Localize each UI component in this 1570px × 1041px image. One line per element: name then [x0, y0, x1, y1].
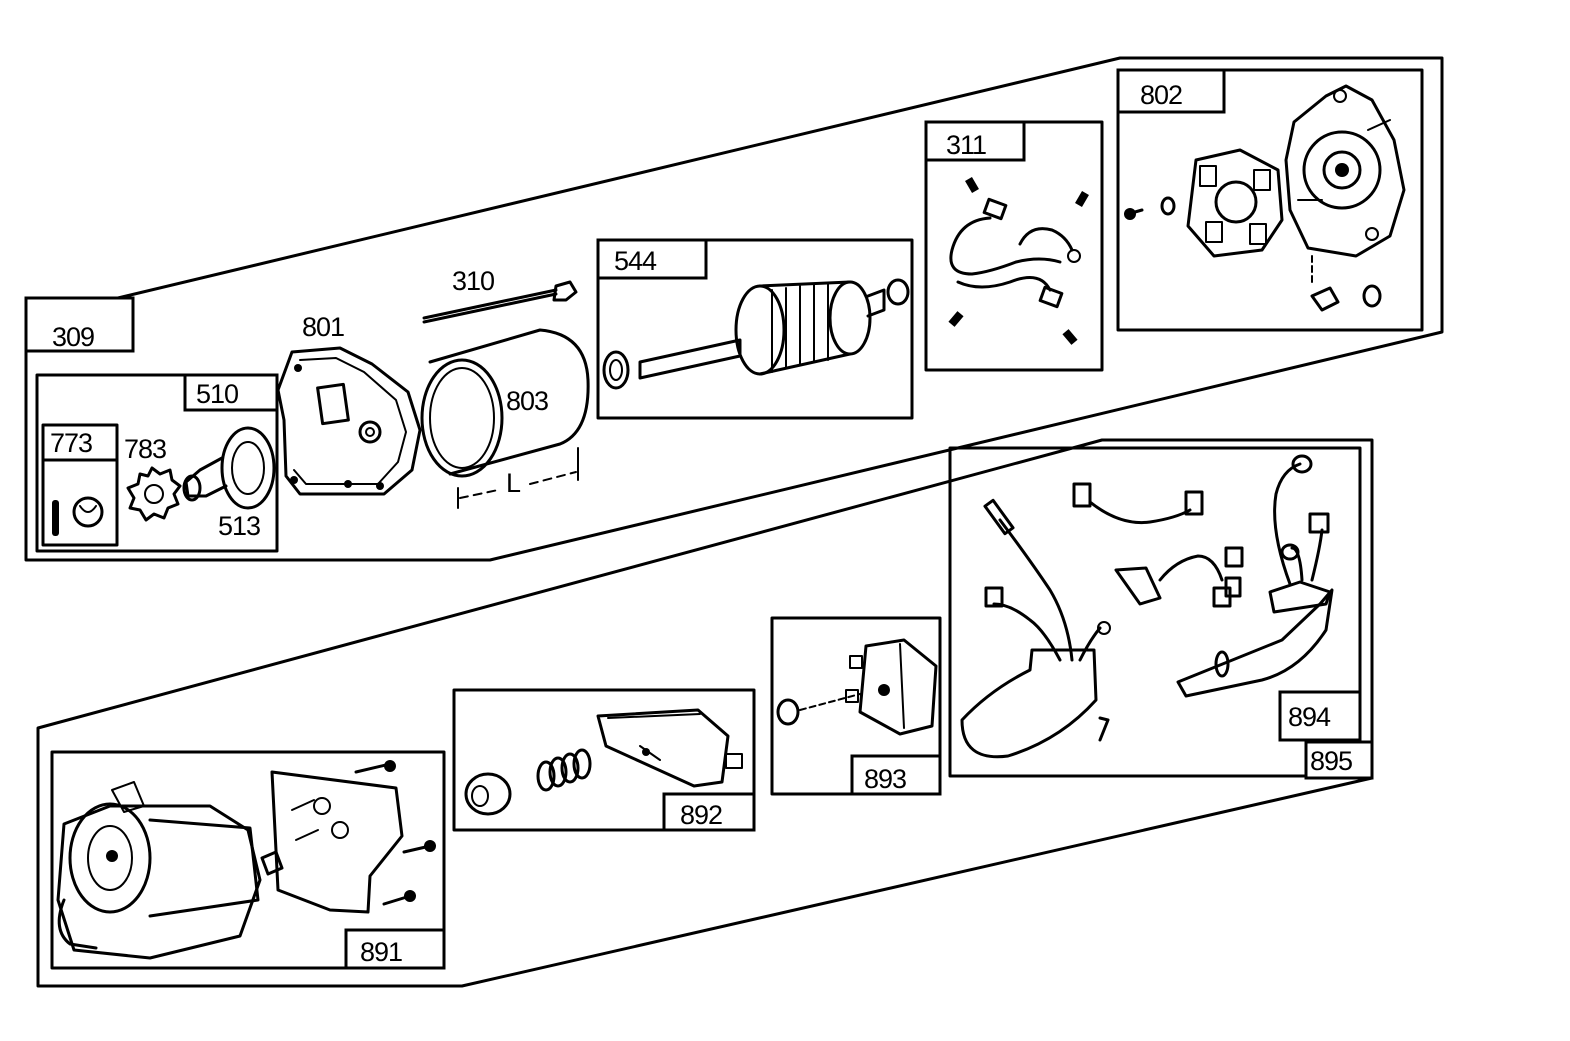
brush-spring-icon [965, 176, 979, 194]
plunger-icon [464, 772, 512, 816]
label-box-892 [662, 792, 756, 832]
roll-pin-icon [52, 500, 59, 536]
label-box-894 [1278, 690, 1362, 742]
thrust-washer-icon [602, 350, 630, 390]
right-harness-icon [1176, 454, 1334, 698]
brush-holder-icon [1186, 148, 1284, 258]
label-311: 311 [946, 130, 986, 160]
dimension-l: L [506, 468, 521, 498]
label-513: 513 [218, 511, 260, 541]
label-802: 802 [1140, 80, 1182, 110]
label-309: 309 [52, 322, 94, 352]
harness-group: 894 895 [948, 446, 1374, 780]
label-box-893 [850, 754, 942, 796]
through-bolt-icon: 310 [422, 266, 578, 324]
starter-housing-icon [56, 781, 262, 960]
label-892: 892 [680, 800, 722, 830]
terminal-icon [1310, 286, 1340, 312]
drive-clutch-icon [182, 426, 276, 510]
solenoid-kit-group: 892 [452, 688, 756, 832]
label-box-309 [24, 296, 135, 353]
drive-plate-icon [260, 770, 404, 914]
armature-group: 544 [596, 238, 914, 420]
end-cap-group: 802 [1116, 68, 1424, 332]
drive-kit-group: 510 773 783 513 [35, 373, 279, 553]
rectifier-group: 893 [770, 616, 942, 796]
label-894: 894 [1288, 702, 1331, 732]
label-895: 895 [1310, 746, 1352, 776]
label-893: 893 [864, 764, 906, 794]
starter-motor-group: 891 [50, 750, 446, 970]
label-box-891 [344, 928, 446, 970]
armature-shaft-icon [638, 338, 742, 380]
rectifier-icon [845, 638, 938, 736]
motor-housing: 803 L [420, 328, 590, 509]
label-box-544 [596, 238, 708, 280]
end-cap-housing-icon [1284, 84, 1406, 258]
label-box-802 [1116, 68, 1226, 114]
label-544: 544 [614, 246, 657, 276]
label-783: 783 [124, 434, 166, 464]
label-510: 510 [196, 379, 238, 409]
label-801: 801 [302, 312, 344, 342]
rectifier-block-icon [596, 708, 743, 788]
label-773: 773 [50, 428, 92, 458]
retainer-box-773 [41, 423, 119, 547]
label-803: 803 [506, 386, 548, 416]
brush-icon [982, 197, 1008, 221]
label-box-510 [183, 373, 279, 412]
nut-icon [776, 698, 800, 726]
label-box-311 [924, 120, 1026, 162]
label-box-895 [1304, 740, 1374, 780]
upper-assembly-frame: 309 [24, 56, 1444, 562]
left-harness-icon [960, 498, 1111, 759]
center-harness-icon [1072, 482, 1244, 608]
brush-set-group: 311 [924, 120, 1104, 372]
drive-end-cap: 801 [276, 312, 422, 496]
label-310: 310 [452, 266, 494, 296]
label-891: 891 [360, 937, 402, 967]
end-washer-icon [886, 278, 910, 306]
pinion-gear-icon [126, 466, 182, 522]
retainer-ring-icon [72, 496, 104, 528]
spring-icon [536, 748, 592, 792]
